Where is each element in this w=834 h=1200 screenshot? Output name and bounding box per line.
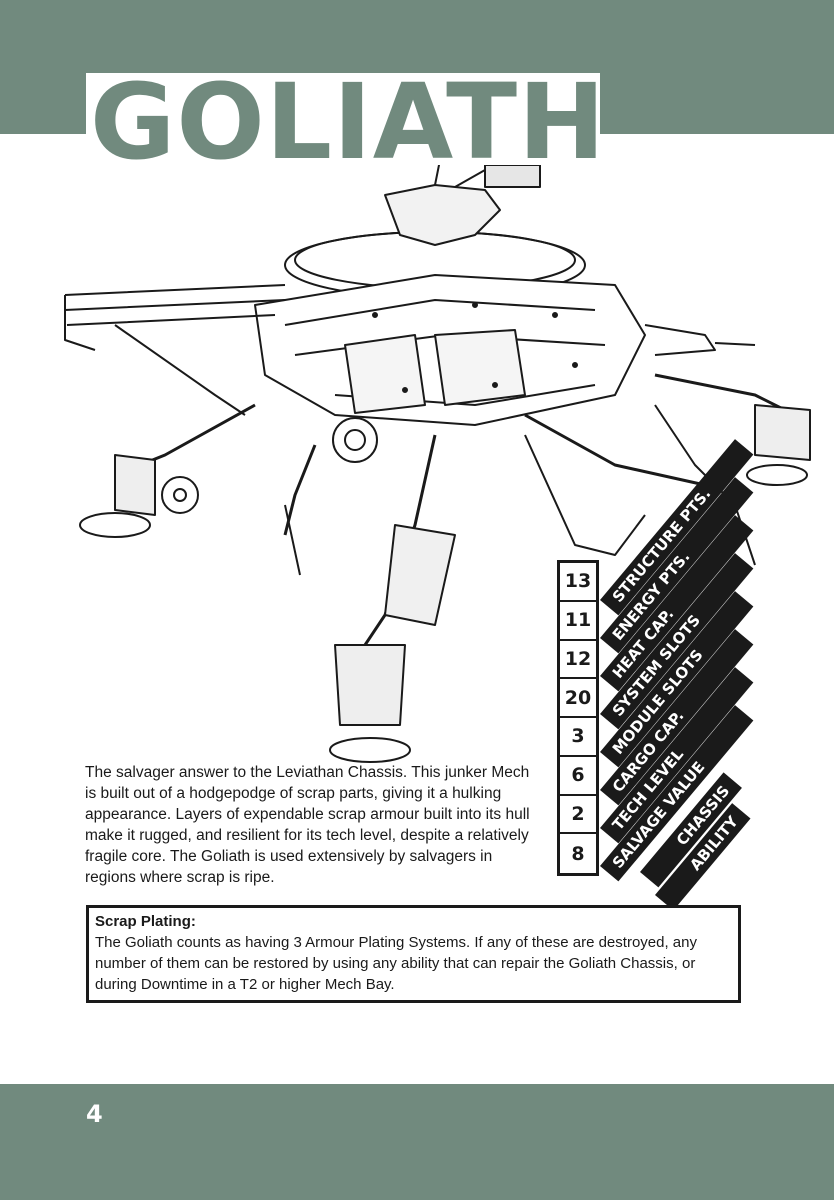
stat-energy-value: 11 [560, 602, 596, 641]
bottom-band [0, 1084, 834, 1200]
ability-text: The Goliath counts as having 3 Armour Pl… [95, 934, 697, 993]
stat-heat-value: 12 [560, 641, 596, 680]
page-title: GOLIATH [90, 61, 607, 183]
stat-salvage-value: 8 [571, 842, 585, 865]
stat-structure-value: 13 [560, 563, 596, 602]
mech-illustration [64, 165, 811, 763]
chassis-label: CHASSIS [640, 772, 742, 888]
stats-table: 13 11 12 20 3 6 2 8 [557, 560, 599, 876]
stat-cargo-value: 6 [560, 757, 596, 796]
title-box [86, 73, 600, 177]
chassis-ability-box: Scrap Plating: The Goliath counts as hav… [86, 905, 741, 1003]
ability-title: Scrap Plating: [95, 913, 196, 930]
stat-tech-level-value: 2 [560, 796, 596, 835]
chassis-description: The salvager answer to the Leviathan Cha… [85, 764, 530, 886]
stat-module-slots-value: 3 [560, 718, 596, 757]
ability-label: ABILITY [655, 803, 751, 911]
page-number: 4 [86, 1100, 103, 1128]
stat-system-slots-value: 20 [560, 679, 596, 718]
